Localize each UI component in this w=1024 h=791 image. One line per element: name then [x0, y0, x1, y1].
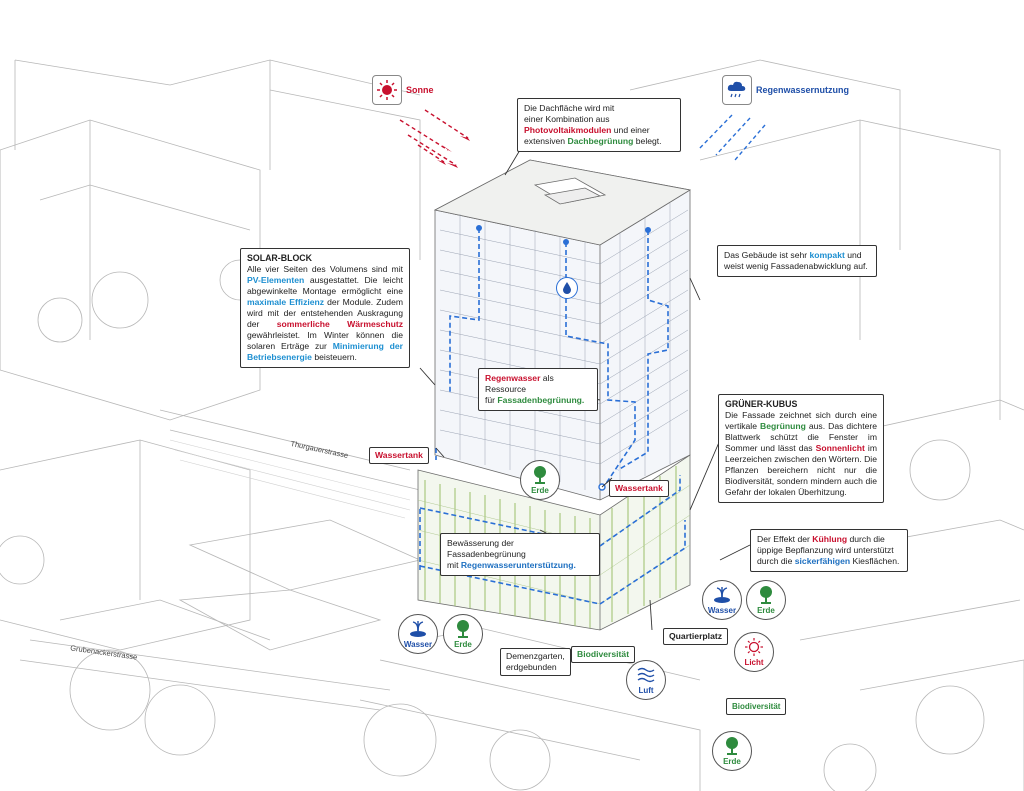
erde-mid-label: Erde — [531, 486, 549, 495]
rainwater-highlight: Regenwasser — [485, 373, 541, 383]
wassertank-label-left: Wassertank — [369, 447, 429, 464]
wasser-left-label: Wasser — [403, 640, 433, 649]
sun-outline-icon: Licht — [734, 632, 774, 672]
biodiversity-label-center: Biodiversität — [571, 646, 636, 663]
rainwater-highlight-facade: Fassadenbegrünung. — [497, 395, 585, 405]
tree-icon: Erde — [712, 731, 752, 771]
solar-text-4: gewährleistet. Im Winter können die sola… — [247, 330, 403, 351]
rain-legend: Regenwassernutzung — [722, 75, 849, 105]
water-drop-icon — [556, 277, 578, 299]
solar-highlight-energy: Minimierung der Betriebsenergie — [247, 341, 403, 362]
roof-text-5: belegt. — [633, 136, 662, 146]
fountain-icon: Wasser — [398, 614, 438, 654]
wind-icon: Luft — [626, 660, 666, 700]
rainwater-resource-box: Regenwasser als Ressource für Fassadenbe… — [478, 368, 598, 411]
quartierplatz-label: Quartierplatz — [663, 628, 729, 645]
green-text-2: aus. Das dichtere Blattwerk schützt die … — [725, 421, 878, 453]
rain-legend-label: Regenwassernutzung — [756, 85, 850, 95]
tree-icon: Erde — [443, 614, 483, 654]
cooling-highlight-permeable: sickerfähigen — [794, 556, 851, 566]
green-cube-title: GRÜNER-KUBUS — [725, 399, 798, 409]
demenzgarten-line-1: Demenzgarten, — [506, 651, 565, 661]
cooling-text-2: durch die — [847, 534, 885, 544]
cooling-box: Der Effekt der Kühlung durch die üppige … — [750, 529, 908, 572]
cooling-highlight: Kühlung — [812, 534, 848, 544]
solar-text-3: der Module. Zudem wird mit der entstehen… — [247, 297, 404, 329]
solar-highlight-efficiency: maximale Effizienz — [247, 297, 325, 307]
green-text-3: im Leerzeichen zwischen den Wörtern. Die… — [725, 443, 877, 497]
rainwater-text-2: für — [485, 395, 498, 405]
sun-legend: Sonne — [372, 75, 434, 105]
erde-right-label: Erde — [757, 606, 775, 615]
rainwater-text-1: als Ressource — [485, 373, 554, 394]
solar-text-2: ausgestattet. Die leicht abgewinkelte Mo… — [247, 275, 403, 296]
sun-icon — [372, 75, 402, 105]
irrigation-text-2: mit — [447, 560, 461, 570]
solar-block-box: SOLAR-BLOCK Alle vier Seiten des Volumen… — [240, 248, 410, 368]
sun-legend-label: Sonne — [406, 85, 434, 95]
compact-text-3: weist wenig Fassadenabwicklung auf. — [724, 261, 868, 271]
solar-block-title: SOLAR-BLOCK — [247, 253, 312, 263]
demenzgarten-line-2: erdgebunden — [506, 662, 557, 672]
irrigation-box: Bewässerung der Fassadenbegrünung mit Re… — [440, 533, 600, 576]
biodiversity-label-right: Biodiversität — [726, 698, 787, 715]
erde-left-label: Erde — [454, 640, 472, 649]
solar-highlight-heat-protection: sommerliche Wärmeschutz — [276, 319, 403, 329]
erde-bottom-label: Erde — [723, 757, 741, 766]
cooling-text-4: durch die — [757, 556, 795, 566]
compact-info-box: Das Gebäude ist sehr kompakt und weist w… — [717, 245, 877, 277]
cooling-text-3: üppige Bepflanzung wird unterstützt — [757, 545, 894, 555]
roof-text-4: extensiven — [524, 136, 568, 146]
wassertank-label-right: Wassertank — [609, 480, 669, 497]
roof-text-3: und einer — [611, 125, 650, 135]
roof-highlight-green-roof: Dachbegrünung — [567, 136, 634, 146]
green-text-1: Die Fassade zeichnet sich durch eine ver… — [725, 410, 877, 431]
luft-label: Luft — [638, 686, 654, 695]
compact-highlight: kompakt — [809, 250, 845, 260]
cooling-text-5: Kiesflächen. — [850, 556, 900, 566]
fountain-icon: Wasser — [702, 580, 742, 620]
green-highlight-greening: Begrünung — [760, 421, 806, 431]
green-highlight-sunlight: Sonnenlicht — [815, 443, 865, 453]
compact-text-2: und — [844, 250, 862, 260]
licht-label: Licht — [744, 658, 764, 667]
solar-text-1: Alle vier Seiten des Volumens sind mit — [247, 264, 403, 274]
roof-info-box: Die Dachfläche wird mit einer Kombinatio… — [517, 98, 681, 152]
cooling-text-1: Der Effekt der — [757, 534, 813, 544]
solar-highlight-pv: PV-Elementen — [247, 275, 305, 285]
irrigation-text-1: Bewässerung der Fassadenbegrünung — [447, 538, 526, 559]
rain-cloud-icon — [722, 75, 752, 105]
demenzgarten-label: Demenzgarten, erdgebunden — [500, 648, 571, 676]
wasser-right-label: Wasser — [707, 606, 737, 615]
tree-icon: Erde — [520, 460, 560, 500]
tree-icon: Erde — [746, 580, 786, 620]
compact-text-1: Das Gebäude ist sehr — [724, 250, 810, 260]
roof-text-1: Die Dachfläche wird mit — [524, 103, 615, 113]
roof-highlight-pv: Photovoltaikmodulen — [524, 125, 612, 135]
irrigation-highlight: Regenwasserunterstützung. — [460, 560, 576, 570]
solar-text-5: beisteuern. — [311, 352, 357, 362]
green-cube-box: GRÜNER-KUBUS Die Fassade zeichnet sich d… — [718, 394, 884, 503]
roof-text-2: einer Kombination aus — [524, 114, 610, 124]
